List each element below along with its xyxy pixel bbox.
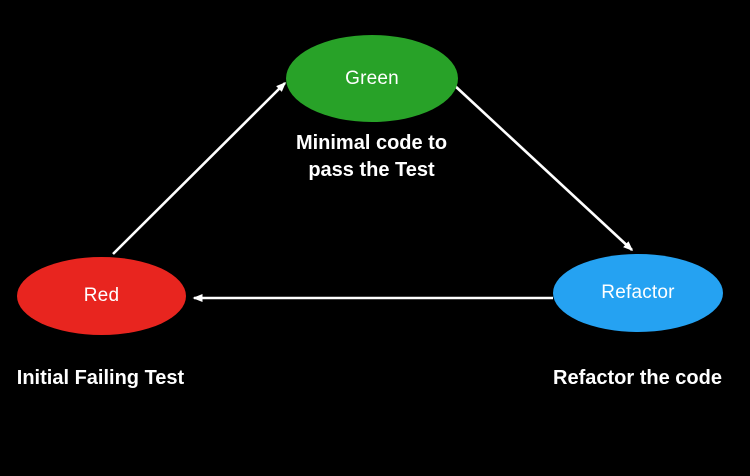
edge-red-to-green-arrow [112, 81, 287, 255]
caption-green: Minimal code to pass the Test [295, 132, 448, 181]
caption-refactor: Refactor the code [553, 367, 722, 389]
node-green-label: Green [345, 67, 399, 89]
node-red-label: Red [83, 285, 120, 306]
node-refactor-ellipse: Refactor [553, 254, 723, 332]
edge-green-to-refactor-arrow [453, 84, 634, 252]
node-red-ellipse: Red [17, 257, 186, 335]
node-refactor-label: Refactor [601, 282, 675, 303]
caption-red: Initial Failing Test [16, 367, 185, 389]
node-green-ellipse: Green [286, 35, 458, 122]
